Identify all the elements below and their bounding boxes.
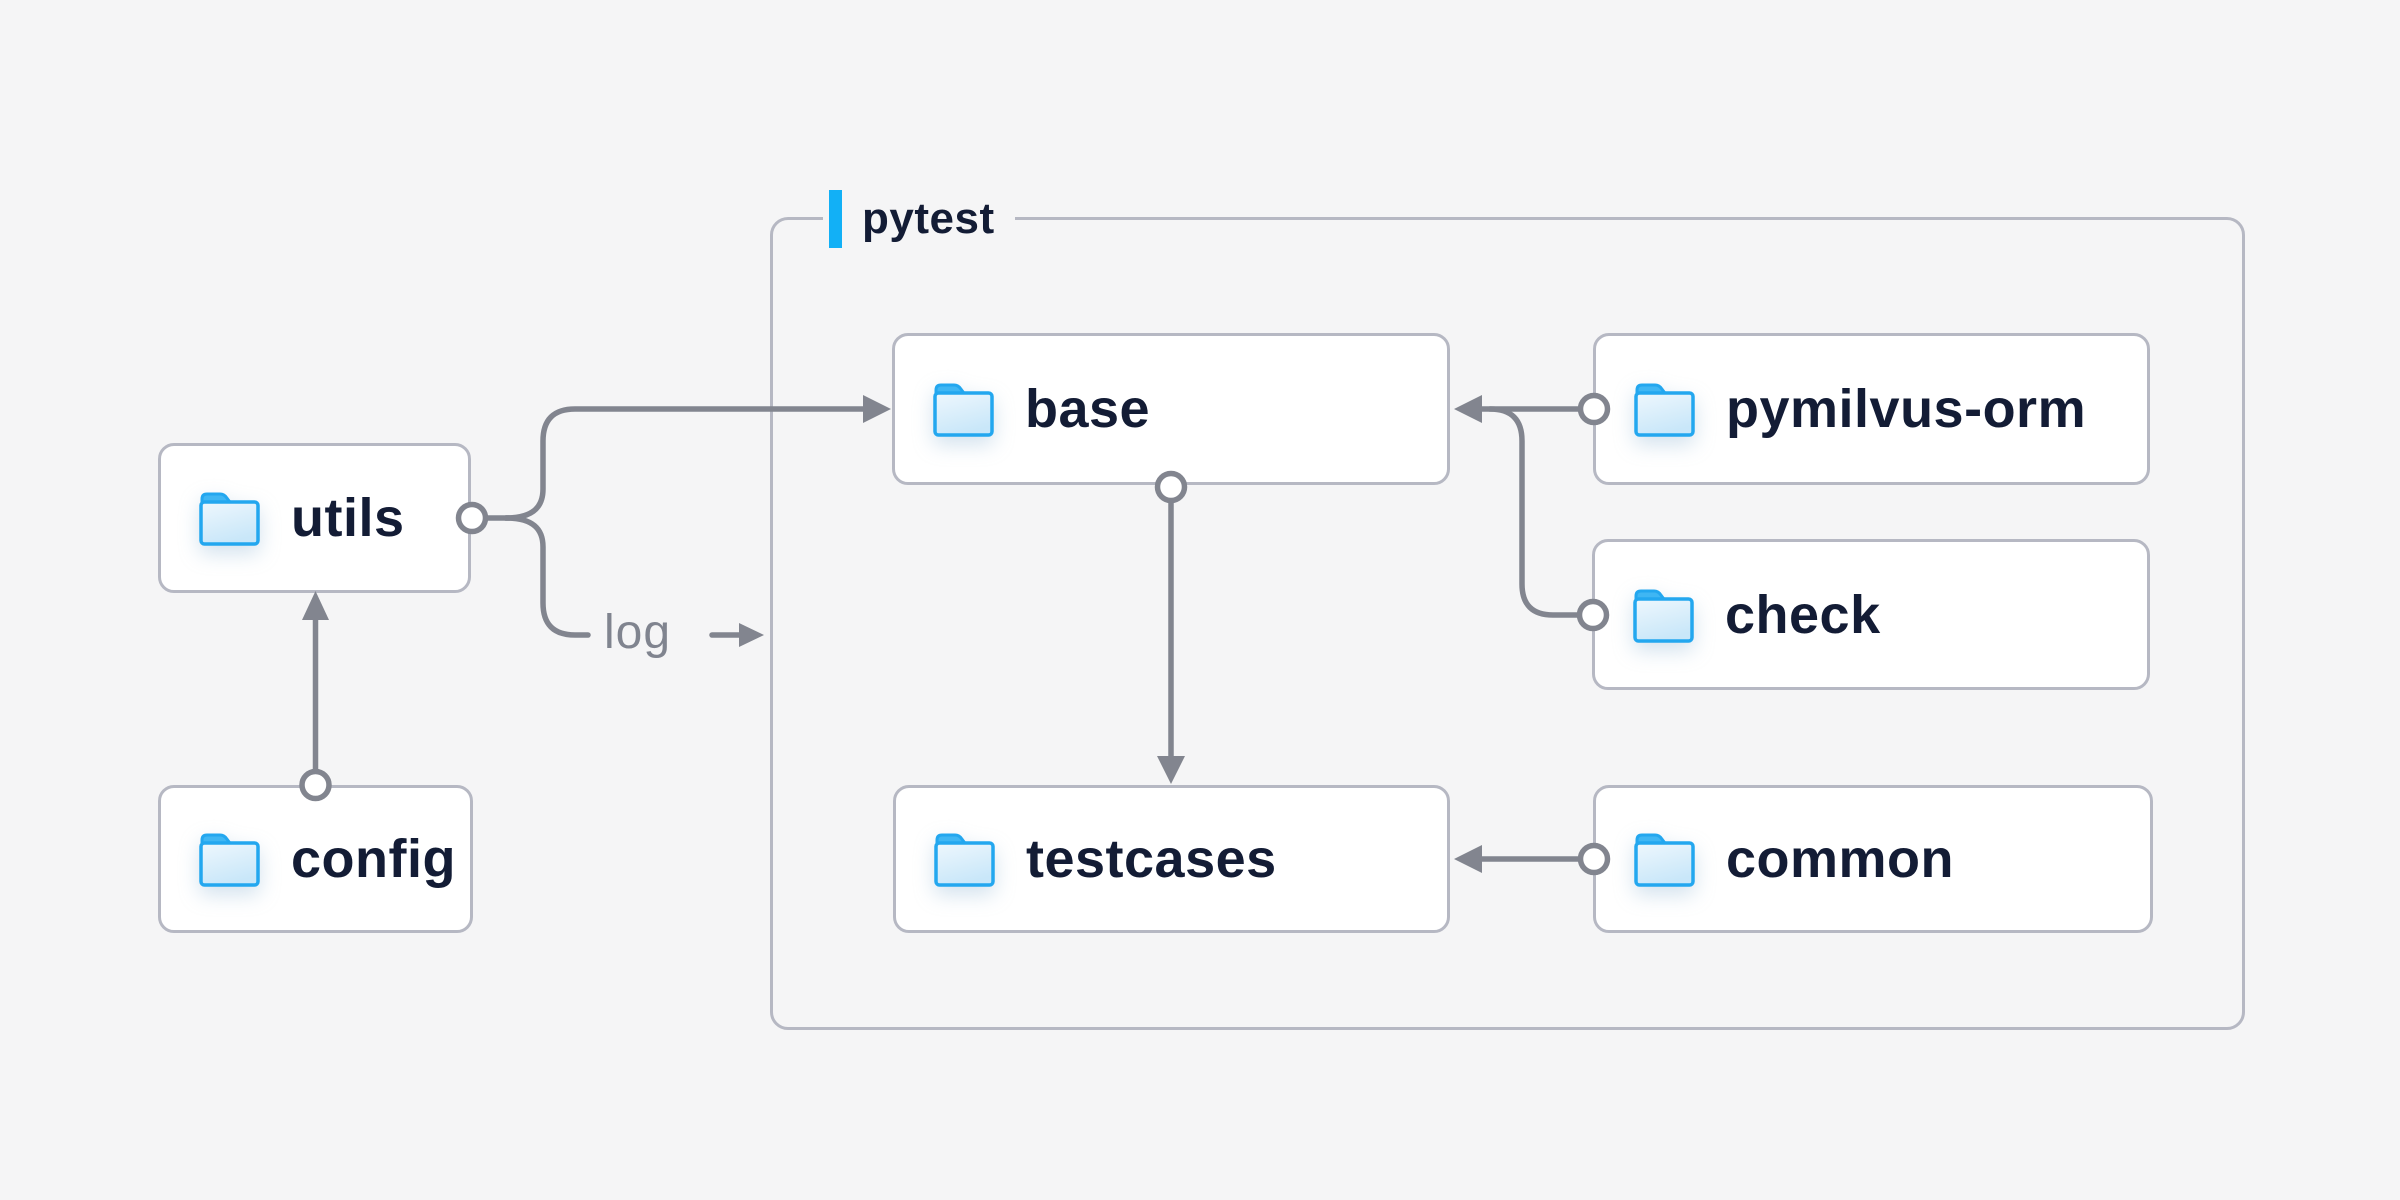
pytest-group-label: pytest	[823, 184, 1015, 254]
node-utils[interactable]: utils	[158, 443, 471, 593]
node-check[interactable]: check	[1592, 539, 2150, 690]
arrowhead-right-log	[739, 623, 764, 647]
node-base[interactable]: base	[892, 333, 1450, 485]
pytest-group-title: pytest	[862, 194, 995, 243]
folder-icon	[1634, 383, 1695, 437]
node-label: common	[1726, 829, 1955, 889]
folder-icon	[934, 833, 995, 887]
node-label: testcases	[1026, 829, 1277, 889]
node-label: pymilvus-orm	[1726, 379, 2087, 439]
node-common[interactable]: common	[1593, 785, 2153, 933]
node-config[interactable]: config	[158, 785, 473, 933]
accent-bar-icon	[829, 190, 842, 248]
node-testcases[interactable]: testcases	[893, 785, 1450, 933]
arrowhead-up-utils	[302, 591, 329, 620]
edge-utils-log	[503, 515, 591, 638]
node-label: base	[1025, 379, 1151, 439]
pytest-group: pytest	[770, 184, 2245, 1030]
folder-icon	[199, 833, 260, 887]
folder-icon	[1633, 589, 1694, 643]
edge-label-log: log	[604, 606, 672, 659]
node-label: utils	[291, 488, 405, 548]
folder-icon	[933, 383, 994, 437]
node-label: config	[291, 829, 456, 889]
folder-icon	[199, 492, 260, 546]
node-pymilvus-orm[interactable]: pymilvus-orm	[1593, 333, 2150, 485]
node-label: check	[1725, 584, 1881, 645]
folder-icon	[1634, 833, 1695, 887]
